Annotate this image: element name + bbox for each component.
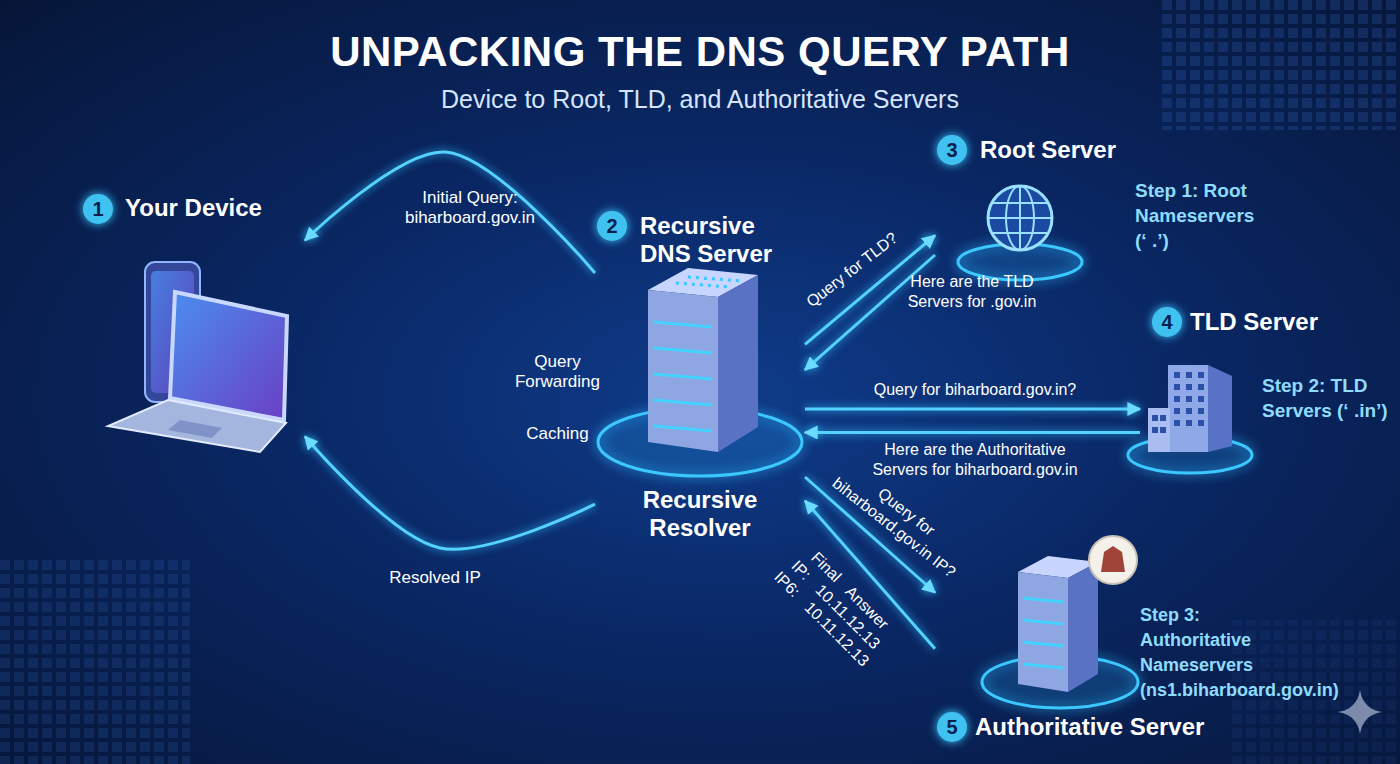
node-caption: Recursive Resolver <box>595 486 805 542</box>
globe-icon <box>988 186 1052 250</box>
edge-label: Initial Query: biharboard.gov.in <box>370 188 570 228</box>
subtitle: Device to Root, TLD, and Authoritative S… <box>0 84 1400 114</box>
authoritative-node: Step 3: Authoritative Nameservers (ns1.b… <box>935 525 1375 750</box>
edge-label: Here are the Authoritative Servers for b… <box>860 440 1090 480</box>
laptop-screen <box>170 292 287 420</box>
server-front <box>1018 572 1068 692</box>
resolver-node: 2 Recursive DNS ServerRecursive Resolver <box>595 205 805 545</box>
callout-number: 2 <box>597 211 627 241</box>
server-slots <box>1023 598 1063 668</box>
callout-number: 3 <box>937 135 967 165</box>
server-lights <box>676 277 742 287</box>
node-description: Step 1: Root Nameservers (‘ .’) <box>1135 178 1263 253</box>
annotation: Caching <box>500 424 615 444</box>
tld-node: 4 TLD ServerStep 2: TLD Servers (‘ .in’) <box>1140 305 1400 475</box>
device-node: 1 Your Device <box>80 190 305 455</box>
connector-arrow <box>305 436 595 549</box>
node-title: Root Server <box>980 136 1180 164</box>
node-description: Step 2: TLD Servers (‘ .in’) <box>1262 373 1390 423</box>
node-description: Step 3: Authoritative Nameservers (ns1.b… <box>1140 603 1310 703</box>
server-front <box>648 290 718 452</box>
server-side <box>1068 562 1098 692</box>
connector-arrow <box>805 431 1140 434</box>
root-node: 3 Root ServerStep 1: Root Nameservers (‘ … <box>935 132 1275 282</box>
connector-arrow <box>805 408 1140 411</box>
edge-label: Here are the TLD Servers for .gov.in <box>887 272 1057 312</box>
edge-label: Query for TLD? <box>787 216 918 324</box>
server-side <box>718 275 758 452</box>
emblem-seal <box>1089 536 1137 584</box>
building-wing <box>1148 408 1170 452</box>
edge-label: Query for biharboard.gov.in? <box>815 380 1135 400</box>
emblem-figure <box>1101 546 1125 572</box>
sparkle-mark <box>1338 690 1382 734</box>
laptop-base <box>108 400 286 452</box>
building-windows <box>1152 375 1204 430</box>
laptop-trackpad <box>168 420 222 438</box>
callout-number: 5 <box>937 712 967 742</box>
node-title: TLD Server <box>1190 308 1390 336</box>
globe-lines <box>988 186 1052 250</box>
node-title: Your Device <box>125 194 305 222</box>
callout-number: 4 <box>1152 307 1182 337</box>
building-side <box>1208 365 1232 452</box>
callout-number: 1 <box>83 194 113 224</box>
edge-label: Resolved IP <box>355 568 515 588</box>
server-slots <box>654 322 712 431</box>
edge-label: Final Answer IP: 10.11.12.13 IP6: 10.11.… <box>767 537 902 672</box>
grid-decoration <box>0 560 190 764</box>
annotation: Query Forwarding <box>500 352 615 392</box>
diagram-title: UNPACKING THE DNS QUERY PATH <box>0 28 1400 76</box>
node-title: Recursive DNS Server <box>640 212 790 268</box>
node-title: Authoritative Server <box>975 713 1275 741</box>
connector-arrow <box>305 152 595 273</box>
grid-decoration <box>1160 0 1400 130</box>
connector-arrow <box>805 255 935 370</box>
